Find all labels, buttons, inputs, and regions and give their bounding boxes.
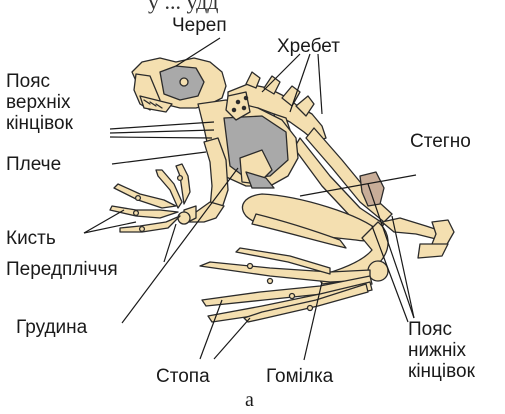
- label-hand: Кисть: [6, 228, 56, 249]
- label-foot: Стопа: [156, 366, 210, 387]
- label-shin: Гомілка: [266, 366, 333, 387]
- label-pelvic-girdle: Пояс нижніх кінцівок: [408, 319, 475, 382]
- label-shoulder: Плече: [6, 154, 61, 175]
- label-forearm: Передпліччя: [6, 259, 118, 280]
- hand-bones: [110, 164, 190, 232]
- figure-panel-letter: а: [245, 390, 254, 411]
- label-shoulder-girdle: Пояс верхніх кінцівок: [6, 71, 73, 134]
- foot-bones: [200, 248, 372, 322]
- label-sternum: Грудина: [16, 317, 87, 338]
- label-spine: Хребет: [277, 36, 340, 57]
- label-femur: Стегно: [410, 131, 471, 152]
- label-skull: Череп: [172, 15, 227, 36]
